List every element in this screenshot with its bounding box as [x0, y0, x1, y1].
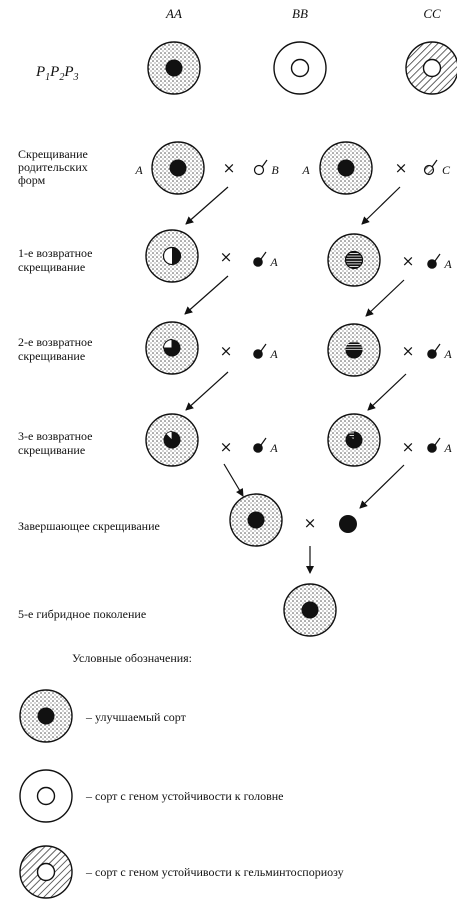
svg-text:Скрещивание: Скрещивание — [18, 147, 88, 161]
male-a-gamete-bc1-left — [253, 252, 266, 267]
row-label-backcross-1: 1-е возвратное скрещивание — [18, 246, 92, 274]
cross-symbol-bc2-right: × — [402, 342, 415, 360]
male-a-gamete-bc1-right — [427, 254, 440, 269]
row-label-backcross-3: 3-е возвратное скрещивание — [18, 429, 92, 457]
row-label-final: Завершающее скрещивание — [18, 519, 160, 533]
male-b-label: B — [271, 163, 279, 177]
arrow-bc3-left-to-final — [224, 464, 243, 496]
column-header-cc: CC — [423, 6, 441, 21]
final-right-dot — [339, 515, 357, 533]
parental-left-circle — [152, 142, 204, 194]
row-label-hybrid5: 5-е гибридное поколение — [18, 607, 146, 621]
legend-helmintho-symbol — [20, 846, 72, 898]
hybrid5-circle — [284, 584, 336, 636]
arrow-bc1-right-to-bc2 — [366, 280, 404, 316]
arrow-bc2-left-to-bc3 — [186, 372, 228, 410]
legend-smut-symbol — [20, 770, 72, 822]
legend-improved-symbol — [20, 690, 72, 742]
arrow-bc3-right-to-final — [360, 465, 404, 508]
svg-text:скрещивание: скрещивание — [18, 349, 85, 363]
svg-text:1-е возвратное: 1-е возвратное — [18, 246, 92, 260]
parent-bb-circle — [274, 42, 326, 94]
bc2-right-circle — [328, 324, 380, 376]
male-b-gamete — [255, 160, 268, 175]
male-a-gamete-bc3-right — [427, 438, 440, 453]
cross-symbol-bc2-left: × — [220, 342, 233, 360]
bc1-right-circle — [328, 234, 380, 286]
parent-cc-circle — [406, 42, 457, 94]
legend-helmintho-label: – сорт с геном устойчивости к гельминтос… — [85, 865, 344, 879]
svg-text:форм: форм — [18, 173, 46, 187]
svg-text:2-е возвратное: 2-е возвратное — [18, 335, 92, 349]
svg-text:скрещивание: скрещивание — [18, 260, 85, 274]
arrow-parental-right-to-bc1 — [362, 187, 400, 224]
legend-improved-label: – улучшаемый сорт — [85, 710, 187, 724]
male-a-label-bc1-left: A — [269, 255, 278, 269]
male-a-label-bc1-right: A — [443, 257, 452, 271]
parent-aa-circle — [148, 42, 200, 94]
final-left-circle — [230, 494, 282, 546]
column-header-aa: AA — [165, 6, 182, 21]
legend-title: Условные обозначения: — [72, 651, 192, 665]
male-a-label-bc3-left: A — [269, 441, 278, 455]
bc3-left-circle — [146, 414, 198, 466]
cross-symbol-parental-right: × — [395, 159, 408, 177]
bc1-left-circle — [146, 230, 198, 282]
male-a-label-bc2-left: A — [269, 347, 278, 361]
arrow-bc2-right-to-bc3 — [368, 374, 406, 410]
legend-smut-label: – сорт с геном устойчивости к головне — [85, 789, 283, 803]
male-c-label: C — [442, 163, 451, 177]
cross-symbol-bc1-left: × — [220, 248, 233, 266]
arrow-bc1-left-to-bc2 — [185, 276, 228, 314]
parent-a-left-label: A — [134, 163, 143, 177]
male-a-label-bc3-right: A — [443, 441, 452, 455]
parent-a-right-label: A — [301, 163, 310, 177]
bc3-right-circle — [328, 414, 380, 466]
cross-symbol-bc3-right: × — [402, 438, 415, 456]
row-label-parental: Скрещивание родительских форм — [18, 147, 88, 187]
cross-symbol-parental-left: × — [223, 159, 236, 177]
svg-text:скрещивание: скрещивание — [18, 443, 85, 457]
parental-right-circle — [320, 142, 372, 194]
cross-symbol-final: × — [304, 514, 317, 532]
svg-text:3-е возвратное: 3-е возвратное — [18, 429, 92, 443]
male-c-gamete — [425, 160, 438, 175]
male-a-label-bc2-right: A — [443, 347, 452, 361]
svg-text:родительских: родительских — [18, 160, 88, 174]
cross-symbol-bc1-right: × — [402, 252, 415, 270]
parents-label: P1P2P3 — [35, 64, 79, 83]
male-a-gamete-bc2-left — [253, 344, 266, 359]
row-label-backcross-2: 2-е возвратное скрещивание — [18, 335, 92, 363]
cross-symbol-bc3-left: × — [220, 438, 233, 456]
male-a-gamete-bc3-left — [253, 438, 266, 453]
arrow-parental-left-to-bc1 — [186, 187, 228, 224]
male-a-gamete-bc2-right — [427, 344, 440, 359]
bc2-left-circle — [146, 322, 198, 374]
column-header-bb: BB — [292, 6, 308, 21]
